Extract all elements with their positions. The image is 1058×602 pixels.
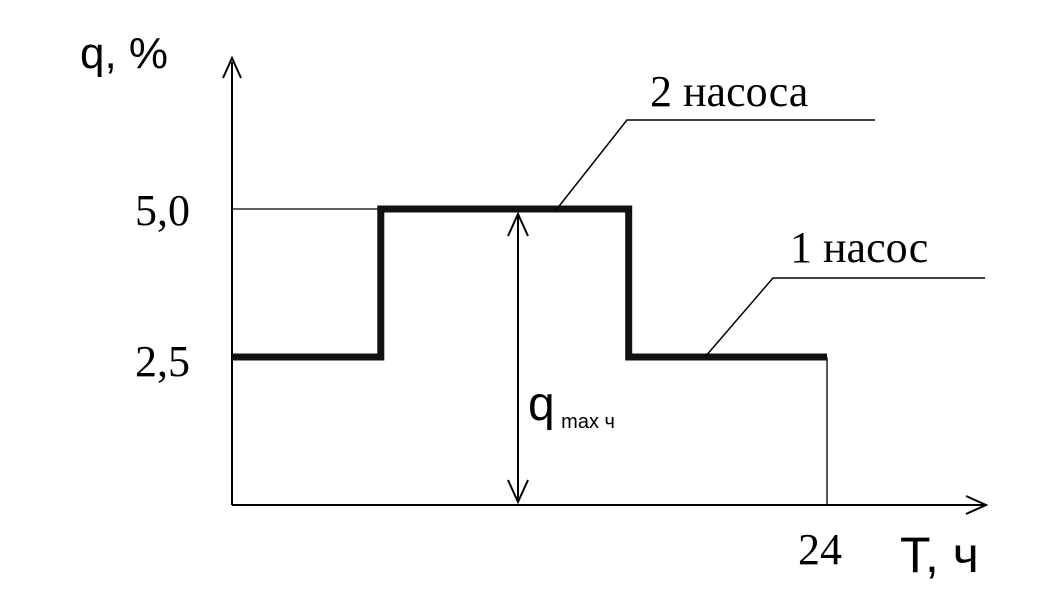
x-tick-label: 24 [798, 525, 842, 574]
y-axis-label: q, % [80, 29, 168, 78]
x-axis-label: T, ч [900, 527, 979, 583]
qmax-main: q [528, 378, 555, 431]
qmax-subscript: max ч [561, 411, 615, 433]
x-axis-arrow [965, 495, 989, 515]
annotation-two-pumps: 2 насоса [650, 67, 808, 116]
leader-two-pumps [555, 119, 875, 211]
annotation-one-pump: 1 насос [790, 223, 928, 272]
step-profile-line [232, 205, 827, 361]
qmax-dimension [507, 211, 529, 505]
y-tick-label: 2,5 [135, 337, 190, 386]
qmax-label: q max ч [528, 378, 615, 433]
y-axis-arrow [222, 55, 242, 79]
y-tick-label: 5,0 [135, 186, 190, 235]
leader-one-pump [704, 277, 985, 358]
